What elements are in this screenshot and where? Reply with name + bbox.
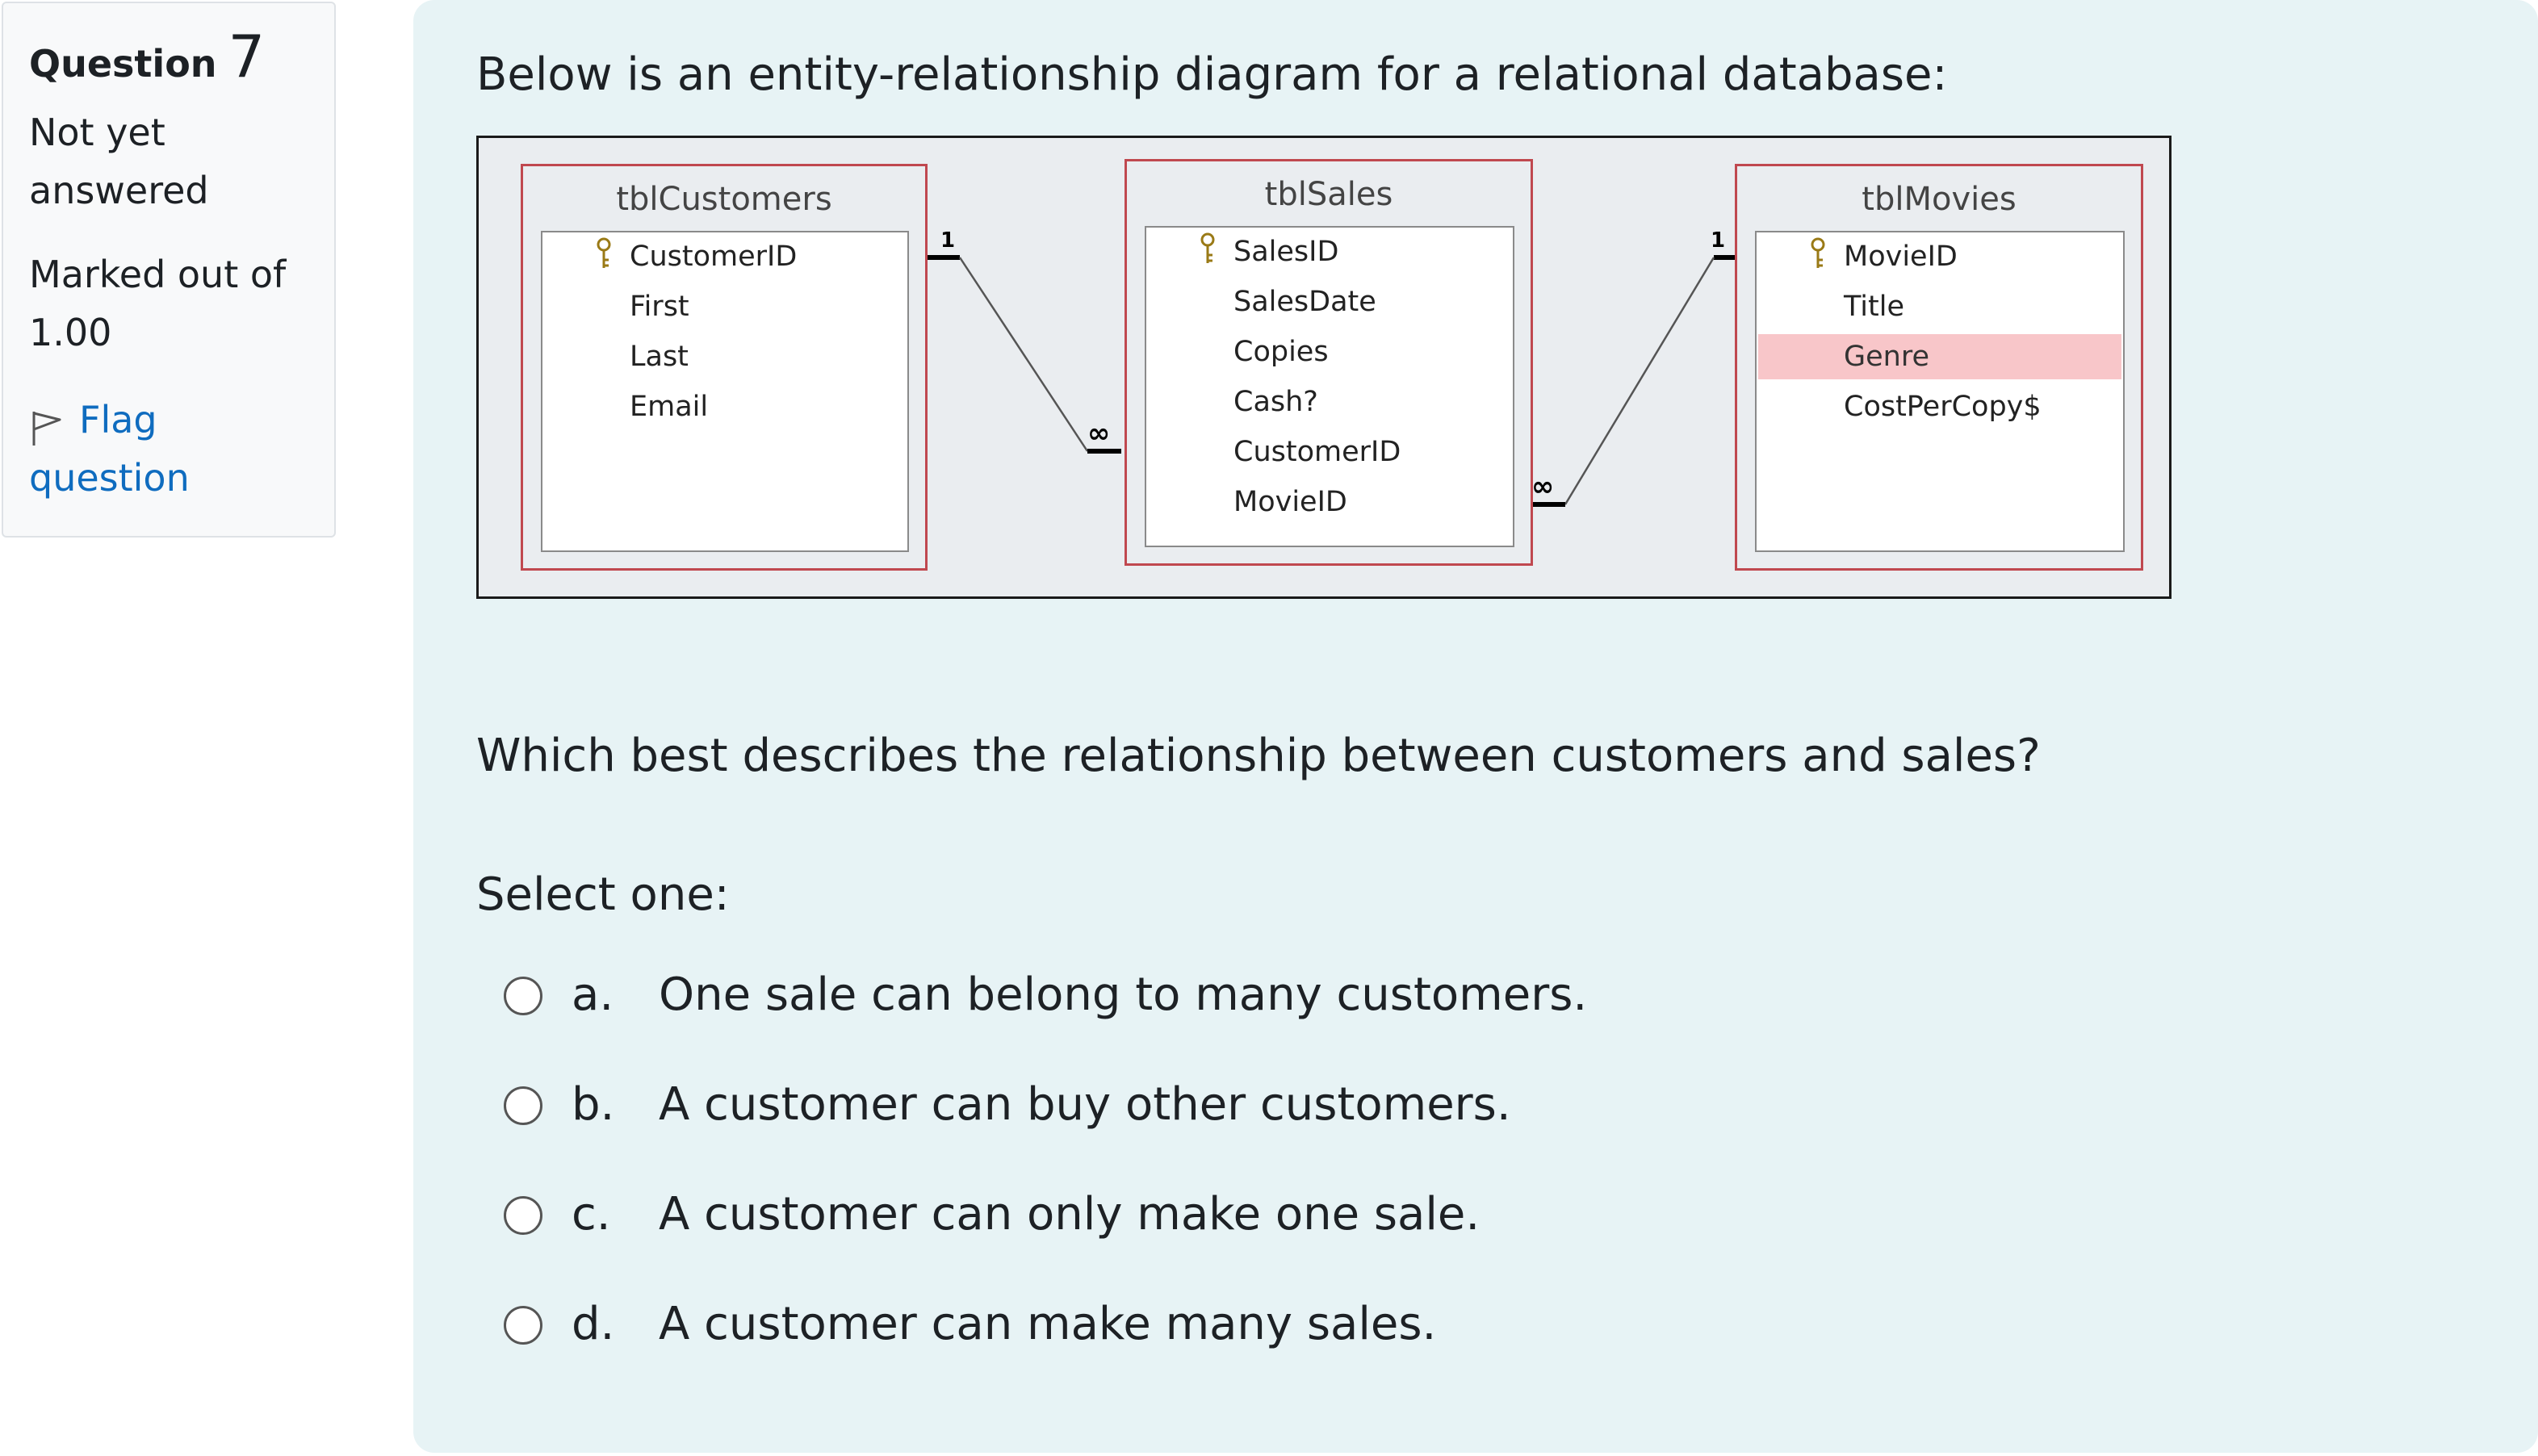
option-letter: a. (572, 969, 614, 1021)
flag-question-link[interactable]: Flag question (29, 391, 334, 507)
field-cash: Cash? (1233, 386, 1318, 418)
movies-sales-line (1564, 257, 1715, 505)
option-letter: d. (572, 1298, 615, 1350)
question-number-heading: Question 7 (29, 27, 334, 86)
field-customerid: CustomerID (630, 241, 798, 273)
cardinality-many-sales-movie: ∞ (1531, 471, 1555, 503)
field-title: Title (1844, 291, 1905, 323)
key-icon (597, 237, 611, 268)
table-movies-title: tblMovies (1862, 181, 2017, 218)
table-sales-fields: SalesID SalesDate Copies Cash? CustomerI… (1145, 226, 1514, 547)
table-customers: tblCustomers CustomerID First Last Email (521, 164, 928, 571)
cardinality-many-sales-customer: ∞ (1087, 417, 1111, 450)
flag-icon (32, 412, 61, 446)
table-customers-fields: CustomerID First Last Email (541, 231, 909, 552)
option-letter: c. (572, 1188, 611, 1241)
radio-option-b[interactable] (504, 1086, 542, 1125)
flag-question-label[interactable]: Flag question (29, 398, 190, 500)
question-text: Which best describes the relationship be… (476, 730, 2041, 782)
question-number: 7 (228, 23, 266, 90)
customers-sales-line (958, 257, 1089, 452)
answer-option-b[interactable]: b. A customer can buy other customers. (504, 1078, 1795, 1143)
answer-option-c[interactable]: c. A customer can only make one sale. (504, 1188, 1795, 1253)
option-text[interactable]: A customer can make many sales. (659, 1298, 1437, 1350)
key-icon (1200, 232, 1215, 263)
question-label: Question (29, 42, 217, 86)
field-genre: Genre (1758, 334, 2121, 379)
table-movies: tblMovies MovieID Title Genre CostPerCop… (1735, 164, 2143, 571)
select-one-label: Select one: (476, 868, 730, 921)
question-state: Not yet answered (29, 111, 209, 212)
field-movieid-fk: MovieID (1233, 486, 1347, 518)
key-icon (1811, 237, 1825, 268)
option-letter: b. (572, 1078, 615, 1131)
option-text[interactable]: One sale can belong to many customers. (659, 969, 1588, 1021)
relationship-lines (924, 255, 1749, 507)
table-movies-fields: MovieID Title Genre CostPerCopy$ (1755, 231, 2125, 552)
table-sales: tblSales SalesID SalesDate Copies Cash? … (1125, 159, 1533, 566)
field-copies: Copies (1233, 336, 1329, 368)
field-last: Last (630, 341, 689, 373)
question-prompt: Below is an entity-relationship diagram … (476, 48, 1948, 101)
field-first: First (630, 291, 689, 323)
option-text[interactable]: A customer can only make one sale. (659, 1188, 1480, 1241)
field-costpercopy: CostPerCopy$ (1844, 391, 2042, 423)
cardinality-one-customers: 1 (940, 228, 956, 253)
radio-option-d[interactable] (504, 1306, 542, 1345)
question-grade: Marked out of 1.00 (29, 253, 287, 354)
er-diagram: 1 ∞ 1 ∞ tblCustomers CustomerID First La… (476, 136, 2172, 599)
radio-option-c[interactable] (504, 1196, 542, 1235)
table-sales-title: tblSales (1264, 176, 1393, 213)
radio-option-a[interactable] (504, 977, 542, 1015)
answer-option-d[interactable]: d. A customer can make many sales. (504, 1298, 1795, 1362)
cardinality-one-movies: 1 (1711, 228, 1726, 253)
field-customerid-fk: CustomerID (1233, 436, 1401, 468)
field-movieid: MovieID (1844, 241, 1958, 273)
field-salesdate: SalesDate (1233, 286, 1376, 318)
question-content: Below is an entity-relationship diagram … (413, 0, 2538, 1453)
table-customers-title: tblCustomers (616, 181, 832, 218)
option-text[interactable]: A customer can buy other customers. (659, 1078, 1511, 1131)
question-info-panel: Question 7 Not yet answered Marked out o… (2, 2, 336, 538)
field-email: Email (630, 391, 709, 423)
answer-option-a[interactable]: a. One sale can belong to many customers… (504, 969, 1795, 1033)
field-salesid: SalesID (1233, 236, 1339, 268)
